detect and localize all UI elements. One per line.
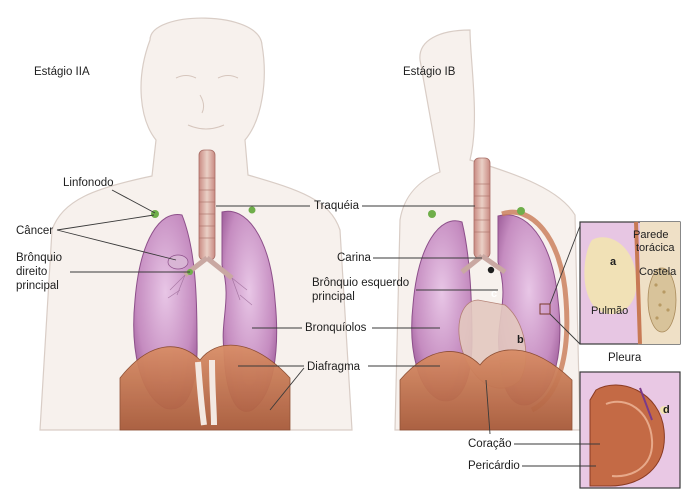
inset-label-costela: Costela <box>639 266 677 278</box>
label-traqueia: Traquéia <box>314 200 360 212</box>
label-linfonodo: Linfonodo <box>63 177 114 189</box>
label-bronquio-esquerdo-1: Brônquio esquerdo <box>312 277 409 289</box>
stage-title-right: Estágio IB <box>403 66 456 78</box>
inset-marker-a: a <box>610 256 617 268</box>
inset-label-pulmao: Pulmão <box>591 305 628 317</box>
inset-marker-d: d <box>663 404 670 416</box>
label-bronquiolos: Bronquíolos <box>305 322 367 334</box>
inset-top: a Parede torácica Costela Pulmão <box>580 222 680 344</box>
label-bronquio-esquerdo-2: principal <box>312 291 355 303</box>
label-bronquio-direito-2: direito <box>16 266 47 278</box>
left-figure <box>40 18 352 430</box>
left-tumor <box>168 255 188 269</box>
marker-b: b <box>517 334 524 346</box>
inset-label-parede-2: torácica <box>636 242 675 254</box>
label-bronquio-direito-3: principal <box>16 280 59 292</box>
label-carina: Carina <box>337 252 371 264</box>
stage-title-left: Estágio IIA <box>34 66 90 78</box>
right-figure: c b <box>395 30 580 430</box>
inset-bottom: d <box>580 372 680 488</box>
label-cancer: Câncer <box>16 225 53 237</box>
label-bronquio-direito-1: Brônquio <box>16 252 62 264</box>
label-pleura: Pleura <box>608 352 642 364</box>
inset-label-parede-1: Parede <box>633 229 668 241</box>
right-diaphragm <box>400 350 572 430</box>
left-trachea <box>199 150 215 260</box>
label-diafragma: Diafragma <box>307 361 361 373</box>
label-coracao: Coração <box>468 438 511 450</box>
label-pericardio: Pericárdio <box>468 460 520 472</box>
